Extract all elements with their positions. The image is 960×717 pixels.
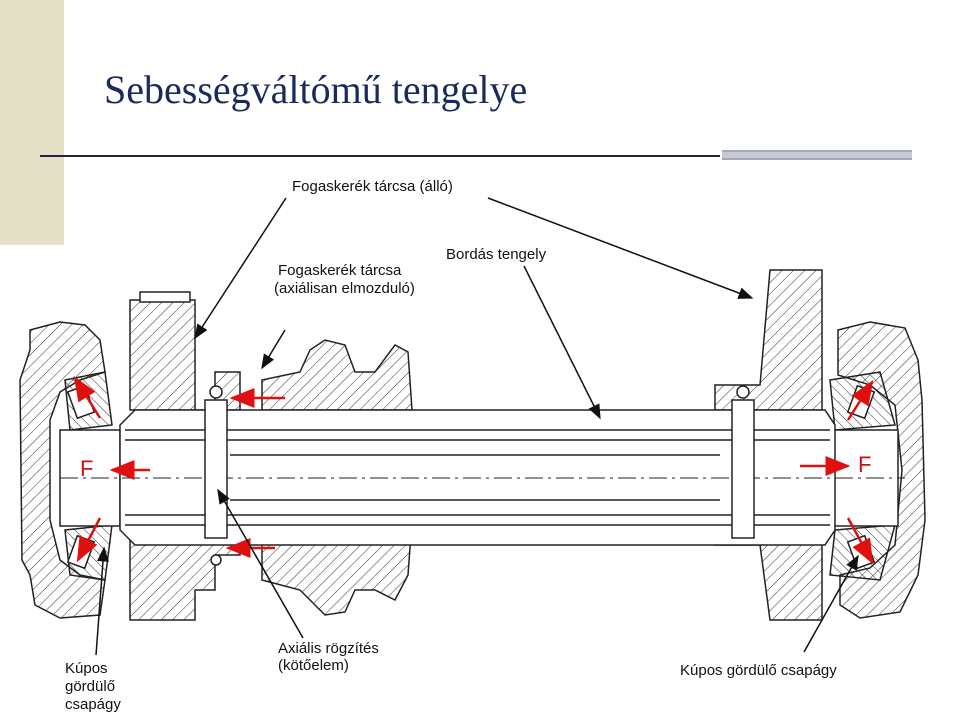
label-gear-disc-axial-line2: (axiálisan elmozduló) xyxy=(274,280,415,297)
slide-title: Sebességváltómű tengelye xyxy=(104,67,528,112)
axial-fixing-elements xyxy=(204,385,755,566)
force-label-right: F xyxy=(858,452,872,477)
callout-leaders xyxy=(95,197,859,656)
label-axial-fixing-line1: Axiális rögzítés xyxy=(278,640,379,657)
housing-right xyxy=(837,321,926,619)
label-bearing-left-line1: Kúpos xyxy=(65,660,108,677)
title-divider-accent xyxy=(722,150,912,160)
force-arrows xyxy=(73,375,874,565)
label-gear-disc-axial-line1: Fogaskerék tárcsa xyxy=(278,262,402,279)
label-axial-fixing-line2: (kötőelem) xyxy=(278,657,349,674)
label-bearing-left-line3: csapágy xyxy=(65,696,121,713)
title-divider xyxy=(40,155,720,157)
label-bearing-right: Kúpos gördülő csapágy xyxy=(680,662,837,679)
splined-shaft xyxy=(60,409,905,546)
label-gear-disc-fixed: Fogaskerék tárcsa (álló) xyxy=(292,178,453,195)
title-band xyxy=(0,0,960,245)
label-splined-shaft: Bordás tengely xyxy=(446,246,547,263)
label-bearing-left-line2: gördülő xyxy=(65,678,116,695)
force-label-left: F xyxy=(80,456,94,481)
decorative-strip xyxy=(0,0,64,245)
